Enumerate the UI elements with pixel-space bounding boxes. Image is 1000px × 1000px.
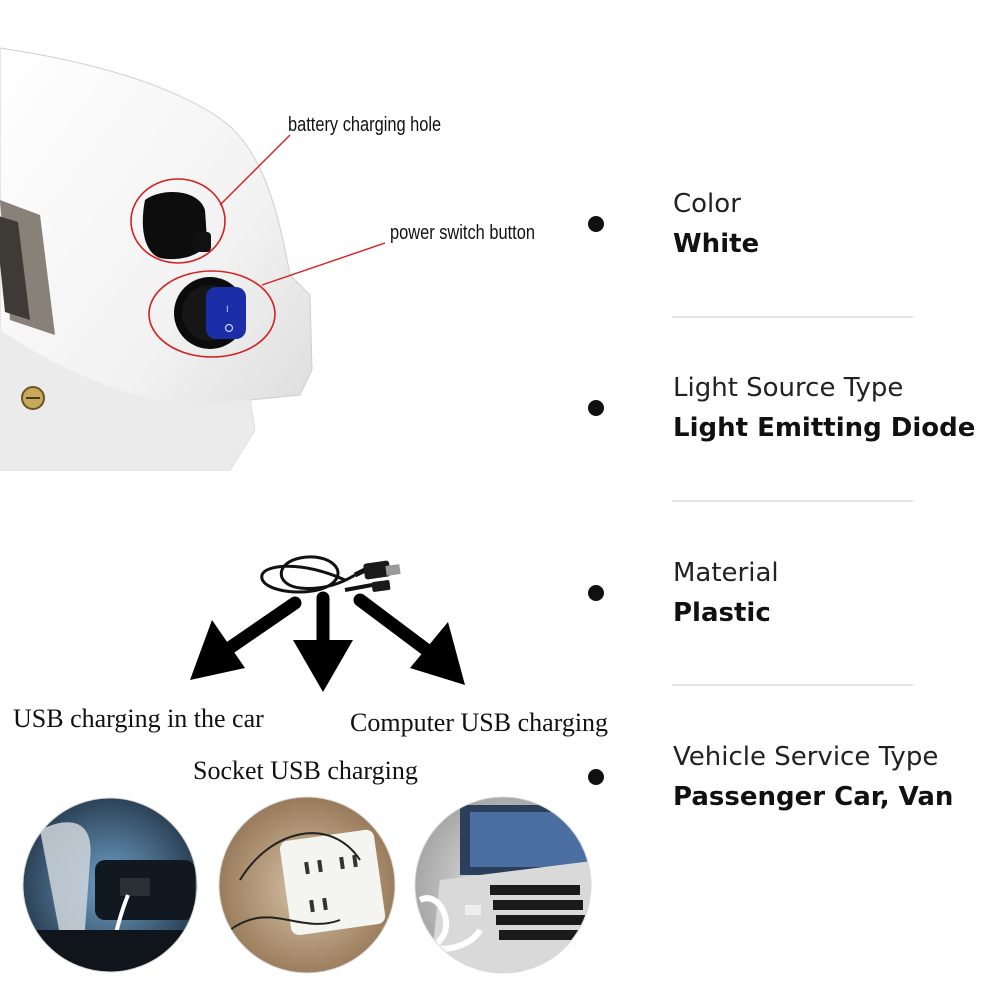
- socket-charging-label: Socket USB charging: [193, 756, 418, 785]
- arrow-down-right-icon: [353, 593, 465, 685]
- bullet-icon: [588, 400, 604, 416]
- bullet-icon: [588, 769, 604, 785]
- svg-text:I: I: [226, 305, 229, 315]
- spec-value: Plastic: [673, 598, 771, 628]
- spec-material: Material Plastic: [673, 553, 779, 633]
- socket-charging-photo: [219, 797, 395, 973]
- spec-value: Light Emitting Diode: [673, 413, 976, 443]
- divider: [672, 500, 913, 502]
- spec-label: Material: [673, 558, 779, 588]
- computer-charging-photo: [415, 797, 591, 973]
- usb-cable-icon: [260, 555, 401, 594]
- spec-value: Passenger Car, Van: [673, 782, 954, 812]
- spec-light-source: Light Source Type Light Emitting Diode: [673, 368, 975, 448]
- spec-label: Light Source Type: [673, 373, 904, 403]
- power-switch-label: power switch button: [390, 222, 535, 244]
- spec-vehicle-service: Vehicle Service Type Passenger Car, Van: [673, 737, 953, 817]
- charging-hole-label: battery charging hole: [288, 114, 442, 136]
- taxi-sign-photo: I: [0, 47, 386, 471]
- arrow-down-left-icon: [190, 596, 302, 680]
- arrow-down-icon: [293, 591, 353, 692]
- spec-label: Color: [673, 189, 741, 219]
- divider: [672, 684, 913, 686]
- divider: [672, 316, 913, 318]
- bullet-icon: [588, 585, 604, 601]
- spec-value: White: [673, 229, 760, 259]
- car-charging-photo: [23, 798, 197, 972]
- car-charging-label: USB charging in the car: [13, 704, 264, 733]
- spec-color: Color White: [673, 184, 759, 264]
- computer-charging-label: Computer USB charging: [350, 708, 609, 737]
- bullet-icon: [588, 216, 604, 232]
- spec-label: Vehicle Service Type: [673, 742, 939, 772]
